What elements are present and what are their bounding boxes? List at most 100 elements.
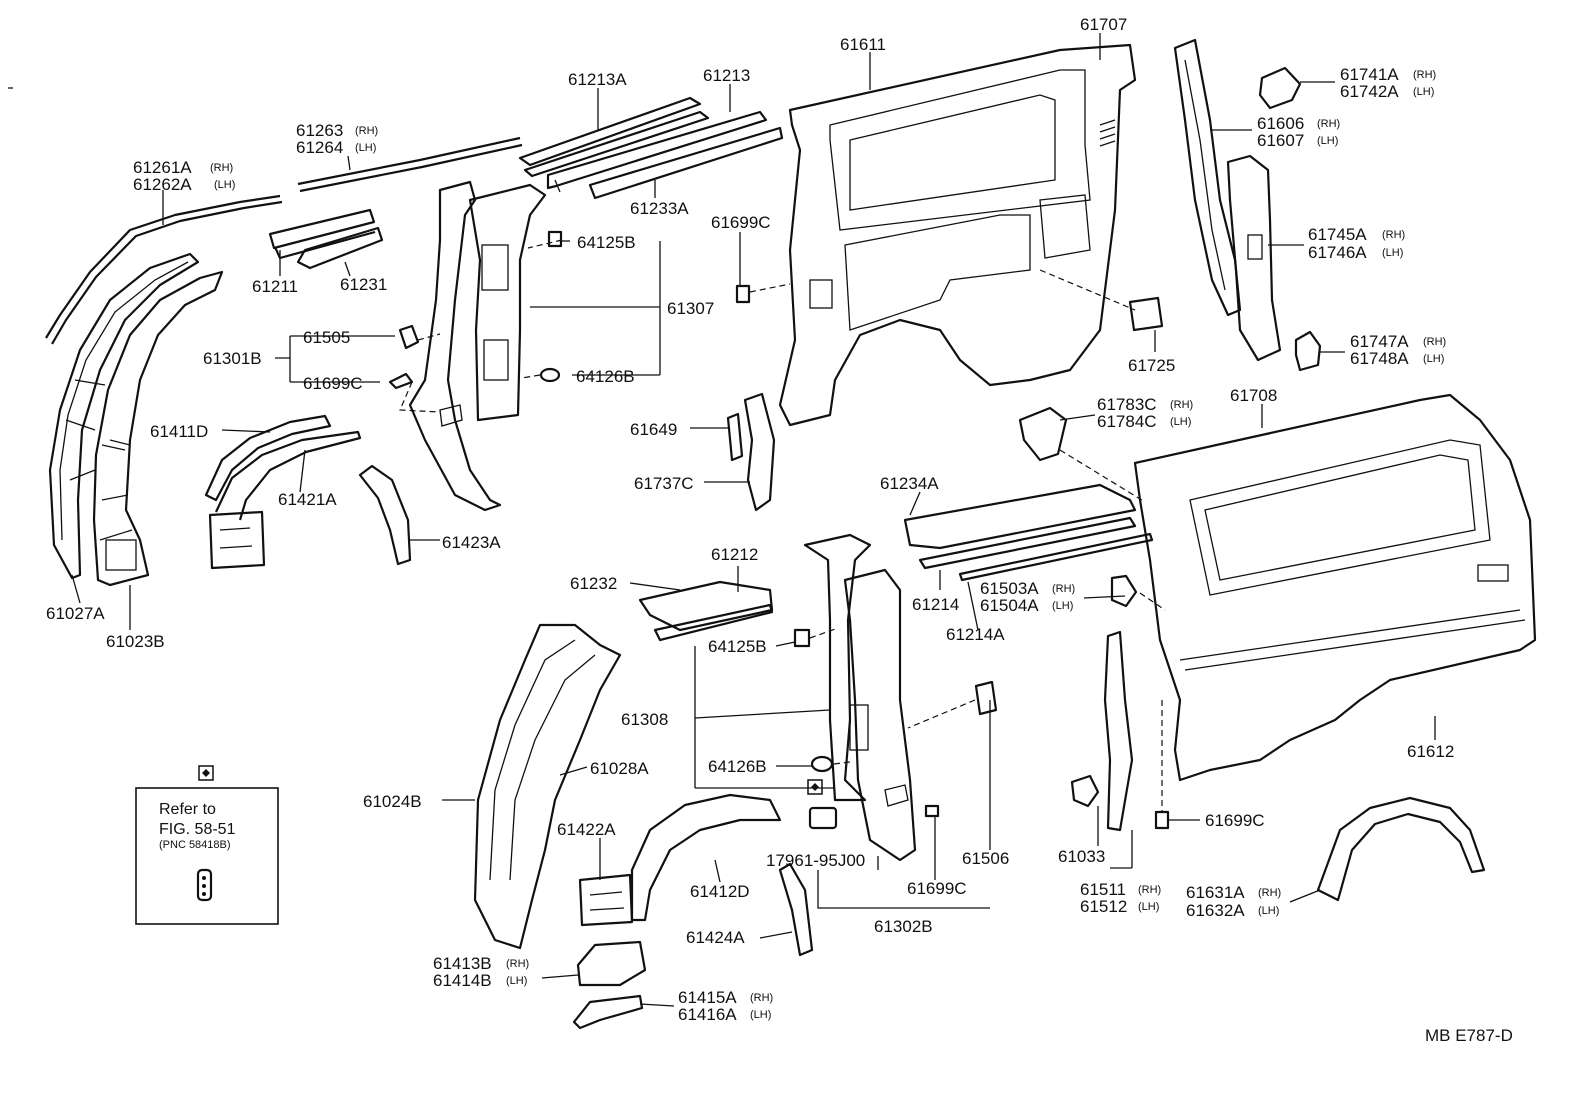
part-61033 xyxy=(1070,774,1100,808)
part-plug-64126B-top xyxy=(539,367,561,383)
part-clip-61505 xyxy=(398,324,420,350)
label-61415A: 61415A xyxy=(678,988,737,1007)
part-clip-64125B-bot xyxy=(793,628,811,648)
label-61213A: 61213A xyxy=(568,70,627,89)
label-61414B-side: (LH) xyxy=(506,975,527,987)
label-61745A-side: (RH) xyxy=(1382,229,1405,241)
label-61725: 61725 xyxy=(1128,356,1175,375)
label-61783C-side: (RH) xyxy=(1170,399,1193,411)
label-61708: 61708 xyxy=(1230,386,1277,405)
label-61503A: 61503A xyxy=(980,579,1039,598)
part-center-pillar-rear xyxy=(803,533,917,862)
label-61422A: 61422A xyxy=(557,820,616,839)
part-61725 xyxy=(1128,296,1164,332)
label-61742A: 61742A xyxy=(1340,82,1399,101)
diamond-marker-61308 xyxy=(807,779,823,795)
dashed-connectors xyxy=(399,239,1166,812)
label-64125B-top: 64125B xyxy=(577,233,636,252)
part-clip-61699C-b xyxy=(735,284,751,304)
label-61307: 61307 xyxy=(667,299,714,318)
part-quarter-panel-lower xyxy=(1133,393,1537,782)
part-plug-64126B-bot xyxy=(810,755,834,773)
label-61028A: 61028A xyxy=(590,759,649,778)
part-61415A xyxy=(572,994,644,1030)
part-roof-side-strip xyxy=(297,136,523,193)
part-center-pillar-61024B xyxy=(473,623,622,950)
part-front-pillar-inner xyxy=(92,270,224,587)
label-61512-side: (LH) xyxy=(1138,901,1159,913)
label-61631A-side: (RH) xyxy=(1258,887,1281,899)
label-61699C-c: 61699C xyxy=(1205,811,1265,830)
label-61263: 61263 xyxy=(296,121,343,140)
label-61607: 61607 xyxy=(1257,131,1304,150)
label-61606: 61606 xyxy=(1257,114,1304,133)
label-61746A: 61746A xyxy=(1308,243,1367,262)
label-61308: 61308 xyxy=(621,710,668,729)
part-clip-61699C-a xyxy=(388,372,414,390)
label-61262A: 61262A xyxy=(133,175,192,194)
part-center-pillar-front xyxy=(408,180,547,512)
part-61783C xyxy=(1018,406,1068,462)
label-61412D: 61412D xyxy=(690,882,750,901)
part-rear-roof-rails xyxy=(903,483,1154,582)
label-61699C-b: 61699C xyxy=(711,213,771,232)
label-61737C: 61737C xyxy=(634,474,694,493)
label-61707: 61707 xyxy=(1080,15,1127,34)
label-61631A: 61631A xyxy=(1186,883,1245,902)
refer-to-line1: Refer to xyxy=(159,801,216,818)
label-61264-side: (LH) xyxy=(355,142,376,154)
label-61423A: 61423A xyxy=(442,533,501,552)
label-61027A: 61027A xyxy=(46,604,105,623)
label-17961-95J00: 17961-95J00 xyxy=(766,851,865,870)
part-61511-bracket xyxy=(1103,630,1134,832)
part-center-drip-moulding xyxy=(638,580,774,642)
label-61746A-side: (LH) xyxy=(1382,247,1403,259)
label-61784C-side: (LH) xyxy=(1170,416,1191,428)
label-61783C: 61783C xyxy=(1097,395,1157,414)
label-61263-side: (RH) xyxy=(355,125,378,137)
label-61302B: 61302B xyxy=(874,917,933,936)
label-61416A: 61416A xyxy=(678,1005,737,1024)
refer-to-line2: FIG. 58-51 xyxy=(159,821,236,838)
label-61261A-side: (RH) xyxy=(210,162,233,174)
label-61512: 61512 xyxy=(1080,897,1127,916)
part-rear-wheel-arch xyxy=(1316,796,1486,902)
figure-code: MB E787-D xyxy=(1425,1026,1513,1045)
label-61611: 61611 xyxy=(840,35,886,54)
label-61214: 61214 xyxy=(912,595,959,614)
label-61416A-side: (LH) xyxy=(750,1009,771,1021)
label-64126B-top: 64126B xyxy=(576,367,635,386)
part-61741A xyxy=(1258,66,1302,110)
label-61632A-side: (LH) xyxy=(1258,905,1279,917)
label-61212: 61212 xyxy=(711,545,758,564)
label-61503A-side: (RH) xyxy=(1052,583,1075,595)
part-center-wheel-arch xyxy=(578,793,782,927)
part-61503A xyxy=(1110,574,1138,608)
part-roof-rails xyxy=(518,96,784,200)
label-61649: 61649 xyxy=(630,420,677,439)
part-rear-pillar-61606 xyxy=(1173,38,1242,317)
diamond-mark-icon xyxy=(811,783,819,791)
label-61784C: 61784C xyxy=(1097,412,1157,431)
label-61741A-side: (RH) xyxy=(1413,69,1436,81)
label-64125B-bot: 64125B xyxy=(708,637,767,656)
label-61748A: 61748A xyxy=(1350,349,1409,368)
label-61742A-side: (LH) xyxy=(1413,86,1434,98)
part-clip-64125B-top xyxy=(547,230,563,248)
diamond-frame-icon xyxy=(198,765,214,781)
label-61233A: 61233A xyxy=(630,199,689,218)
refer-to-box: Refer to FIG. 58-51 (PNC 58418B) xyxy=(135,765,279,925)
label-61424A: 61424A xyxy=(686,928,745,947)
label-61699C-a: 61699C xyxy=(303,374,363,393)
diamond-mark-icon xyxy=(202,769,210,777)
part-61747A xyxy=(1294,330,1322,372)
label-61033: 61033 xyxy=(1058,847,1105,866)
label-61741A: 61741A xyxy=(1340,65,1399,84)
part-clip-61699C-d xyxy=(924,804,940,818)
part-17961-95J00 xyxy=(808,806,838,830)
part-quarter-panel-upper xyxy=(778,43,1137,427)
label-61606-side: (RH) xyxy=(1317,118,1340,130)
label-61747A-side: (RH) xyxy=(1423,336,1446,348)
label-61214A: 61214A xyxy=(946,625,1005,644)
